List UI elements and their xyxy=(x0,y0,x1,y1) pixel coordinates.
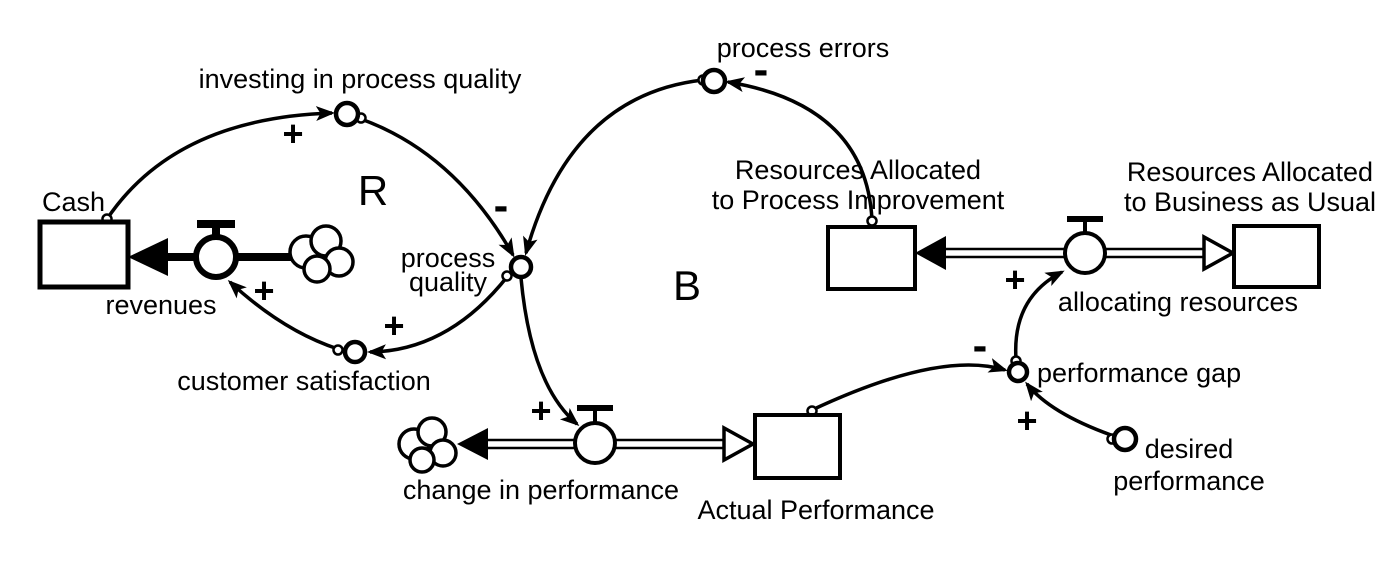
causal-links xyxy=(105,77,1112,437)
valve-revenues-handle-stem xyxy=(212,227,220,239)
link-investing-to-process-quality xyxy=(360,117,515,258)
origin-dot-resources-pi xyxy=(866,215,878,227)
label-resources-bau-line2: to Business as Usual xyxy=(1124,187,1376,217)
origin-dot-customer-satisfaction xyxy=(332,344,344,356)
flow-revenues xyxy=(128,220,355,284)
node-process-quality xyxy=(508,254,534,280)
link-performance-gap-to-allocating-resources xyxy=(1013,270,1065,360)
link-actual-performance-to-performance-gap xyxy=(811,358,1008,412)
label-desired-performance-line2: performance xyxy=(1113,466,1265,496)
node-performance-gap xyxy=(1006,360,1030,384)
stock-actual-performance xyxy=(753,413,842,480)
sign-satisfaction-to-revenues: + xyxy=(253,270,274,311)
label-resources-pi-line1: Resources Allocated xyxy=(735,155,981,185)
label-process-quality-line1: process xyxy=(401,243,496,273)
label-performance-gap: performance gap xyxy=(1037,358,1241,388)
alloc-arrowhead-into-process-improvement xyxy=(915,236,946,270)
flow-change-in-performance xyxy=(397,405,757,474)
label-process-quality-line2: quality xyxy=(409,267,488,297)
valve-revenues xyxy=(193,234,239,280)
link-resources-pi-to-process-errors xyxy=(725,77,874,221)
link-desired-performance-to-performance-gap xyxy=(1025,381,1112,437)
stock-resources-business-as-usual xyxy=(1232,224,1321,289)
valve-allocating-resources xyxy=(1063,231,1107,275)
label-process-errors: process errors xyxy=(717,33,890,63)
sign-quality-to-satisfaction: + xyxy=(383,305,404,346)
label-investing-in-process-quality: investing in process quality xyxy=(199,64,522,94)
sign-errors-to-quality: - xyxy=(494,181,509,230)
label-desired-performance-line1: desired xyxy=(1145,434,1234,464)
label-allocating-resources: allocating resources xyxy=(1058,287,1298,317)
loop-label-reinforcing: R xyxy=(358,167,388,214)
node-customer-satisfaction xyxy=(342,339,368,365)
label-resources-pi-line2: to Process Improvement xyxy=(712,185,1005,215)
node-desired-performance xyxy=(1111,425,1139,453)
sign-gap-to-allocating: + xyxy=(1004,259,1025,300)
label-change-in-performance: change in performance xyxy=(403,475,679,505)
flow-allocating-resources xyxy=(915,216,1237,275)
revenues-arrowhead-into-cash xyxy=(128,238,168,276)
link-cash-to-investing xyxy=(105,106,335,220)
node-process-errors xyxy=(700,67,728,95)
cloud-change-sink xyxy=(397,416,458,474)
loop-label-balancing: B xyxy=(673,262,701,309)
sign-actual-to-gap: - xyxy=(973,321,988,370)
valve-revenues-handle-bar xyxy=(197,220,235,228)
link-customer-satisfaction-to-revenues xyxy=(227,279,339,351)
link-process-quality-to-customer-satisfaction xyxy=(367,275,509,360)
stock-resources-process-improvement xyxy=(826,225,917,291)
change-arrowhead-into-actual-performance xyxy=(722,425,757,463)
origin-dot-process-quality xyxy=(501,270,513,282)
label-revenues: revenues xyxy=(105,290,216,320)
cloud-revenues-source xyxy=(288,224,355,284)
sign-resources-to-errors: - xyxy=(754,45,769,94)
label-resources-bau-line1: Resources Allocated xyxy=(1127,157,1373,187)
valve-change-in-performance xyxy=(573,421,617,465)
label-cash: Cash xyxy=(42,187,105,217)
node-investing-in-process-quality xyxy=(333,100,361,128)
sign-quality-to-change: + xyxy=(530,390,551,431)
change-arrowhead-into-cloud xyxy=(457,428,488,460)
stock-cash xyxy=(37,219,131,290)
label-actual-performance: Actual Performance xyxy=(697,495,934,525)
sign-desired-to-gap: + xyxy=(1016,400,1037,441)
label-customer-satisfaction: customer satisfaction xyxy=(177,366,431,396)
alloc-arrowhead-into-business-as-usual xyxy=(1202,234,1237,272)
link-process-quality-to-change-in-performance xyxy=(519,277,580,426)
link-process-errors-to-process-quality xyxy=(523,78,704,256)
sign-cash-to-investing: + xyxy=(282,113,303,154)
